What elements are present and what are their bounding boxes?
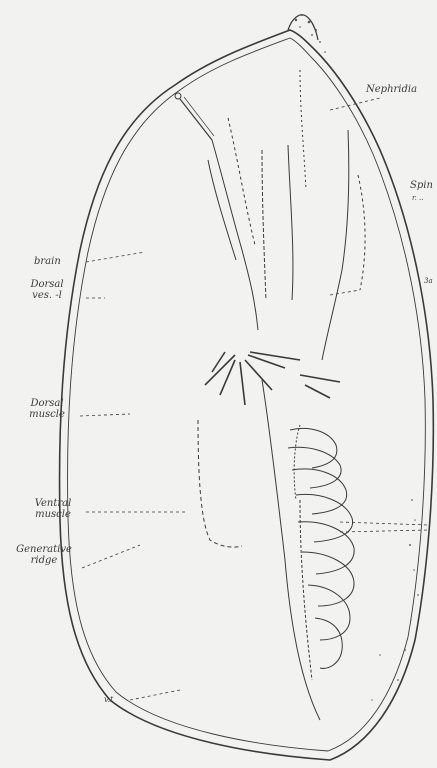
anterior-tip xyxy=(288,15,318,40)
label-dorsal-vessel-line2: ves. -l xyxy=(22,290,72,301)
label-ventral-muscle-line1: Ventral xyxy=(22,498,84,509)
label-spinal: Spin xyxy=(410,180,433,191)
label-generative-ridge-line2: ridge xyxy=(6,555,82,566)
label-generative-ridge-line1: Generative xyxy=(6,544,82,555)
label-spinal-sub: r. .. xyxy=(412,193,423,204)
label-nephridia: Nephridia xyxy=(366,84,417,95)
coiled-segments xyxy=(288,425,354,668)
label-dorsal-muscle-line2: muscle xyxy=(22,409,72,420)
pin xyxy=(175,93,214,140)
label-right-edge: 3a xyxy=(424,276,433,287)
internal-structures xyxy=(198,70,365,720)
label-brain: brain xyxy=(34,256,61,267)
body-outline-outer xyxy=(60,30,434,760)
leader-lines xyxy=(80,98,428,700)
body-outline-inner xyxy=(68,38,426,751)
label-dorsal-muscle-line1: Dorsal xyxy=(22,398,72,409)
label-bottom-left: v.t xyxy=(104,694,113,705)
label-dorsal-muscle: Dorsal muscle xyxy=(22,398,72,420)
label-ventral-muscle-line2: muscle xyxy=(22,509,84,520)
label-dorsal-vessel: Dorsal ves. -l xyxy=(22,279,72,301)
label-ventral-muscle: Ventral muscle xyxy=(22,498,84,520)
label-dorsal-vessel-line1: Dorsal xyxy=(22,279,72,290)
label-generative-ridge: Generative ridge xyxy=(6,544,82,566)
stipple-right xyxy=(371,499,419,706)
central-ganglion xyxy=(205,352,340,405)
